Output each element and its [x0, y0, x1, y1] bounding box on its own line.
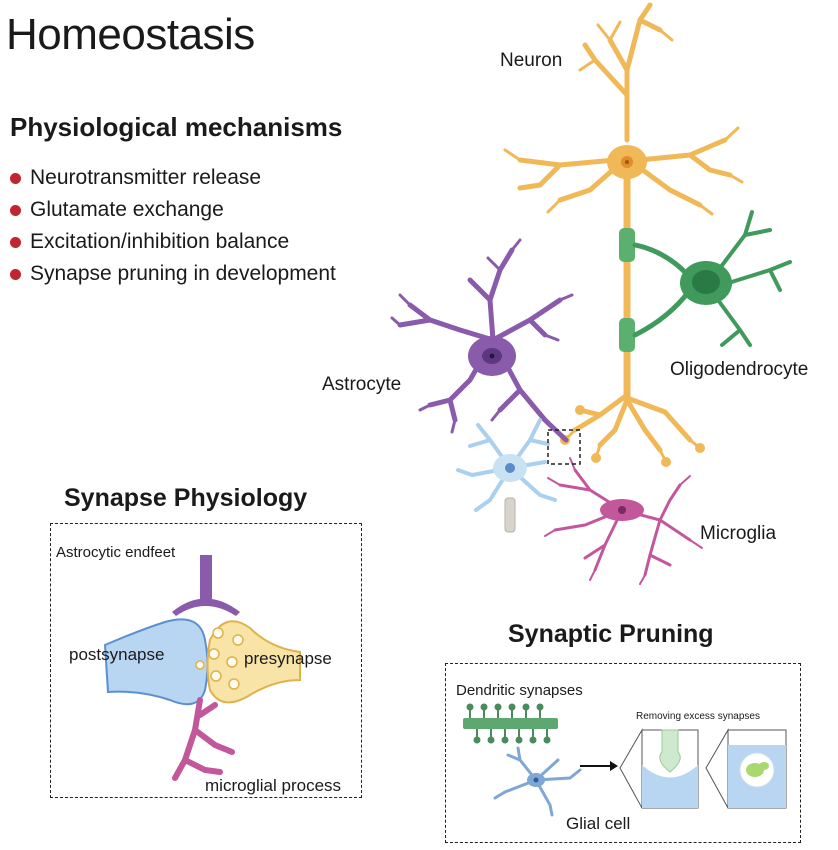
- axon-terminal-buttons: [560, 405, 705, 467]
- dendritic-synapses-label: Dendritic synapses: [456, 682, 583, 699]
- removing-synapses-label: Removing excess synapses: [636, 711, 760, 722]
- glial-cell-illustration: [456, 418, 557, 512]
- dendrite-branch-shape: [463, 703, 558, 744]
- bullet-icon: [10, 268, 21, 280]
- myelin-sheaths: [619, 228, 635, 352]
- zoom-panel-1: [619, 728, 699, 809]
- microglial-process-shape: [172, 697, 235, 781]
- bullet-icon: [10, 236, 21, 248]
- synaptic-pruning-heading: Synaptic Pruning: [508, 620, 714, 648]
- neuron-label: Neuron: [500, 50, 563, 71]
- list-item-label: Excitation/inhibition balance: [30, 230, 290, 253]
- synaptic-vesicles: [195, 627, 244, 690]
- list-item-label: Neurotransmitter release: [30, 166, 262, 189]
- oligodendrocyte-soma: [680, 261, 732, 305]
- oligodendrocyte-label: Oligodendrocyte: [670, 359, 809, 380]
- synapse-physiology-box: [50, 523, 362, 798]
- list-item: Glutamate exchange: [10, 194, 336, 226]
- synapse-physiology-heading: Synapse Physiology: [64, 484, 308, 512]
- glial-cell-label: Glial cell: [566, 814, 631, 833]
- astrocyte-illustration: [390, 238, 574, 443]
- page-title: Homeostasis: [6, 10, 255, 59]
- astrocyte-label: Astrocyte: [322, 374, 402, 395]
- astrocyte-soma: [468, 336, 516, 376]
- astrocytic-endfeet-label: Astrocytic endfeet: [56, 544, 176, 561]
- list-item: Synapse pruning in development: [10, 258, 336, 290]
- neuron-illustration: [503, 2, 744, 464]
- presynapse-label: presynapse: [244, 649, 332, 668]
- list-item-label: Synapse pruning in development: [30, 262, 336, 285]
- glial-cell-soma: [493, 454, 527, 533]
- microglial-process-label: microglial process: [205, 776, 342, 795]
- mechanisms-list: Neurotransmitter release Glutamate excha…: [10, 162, 336, 290]
- list-item-label: Glutamate exchange: [30, 198, 224, 221]
- synaptic-pruning-box: [445, 663, 801, 843]
- microglia-illustration: [544, 457, 703, 585]
- microglia-label: Microglia: [700, 523, 777, 544]
- bullet-icon: [10, 172, 21, 184]
- astrocytic-endfeet-shape: [172, 555, 240, 616]
- zoom-panel-2: [705, 728, 787, 809]
- list-item: Neurotransmitter release: [10, 162, 336, 194]
- microglia-soma: [600, 499, 644, 521]
- list-item: Excitation/inhibition balance: [10, 226, 336, 258]
- mechanisms-heading: Physiological mechanisms: [10, 112, 343, 142]
- postsynapse-label: postsynapse: [69, 645, 165, 664]
- contact-highlight-box: [547, 429, 581, 465]
- neuron-soma: [607, 145, 647, 179]
- pruning-arrow: [580, 761, 618, 771]
- bullet-icon: [10, 204, 21, 216]
- pruning-glial-cell-shape: [493, 746, 582, 817]
